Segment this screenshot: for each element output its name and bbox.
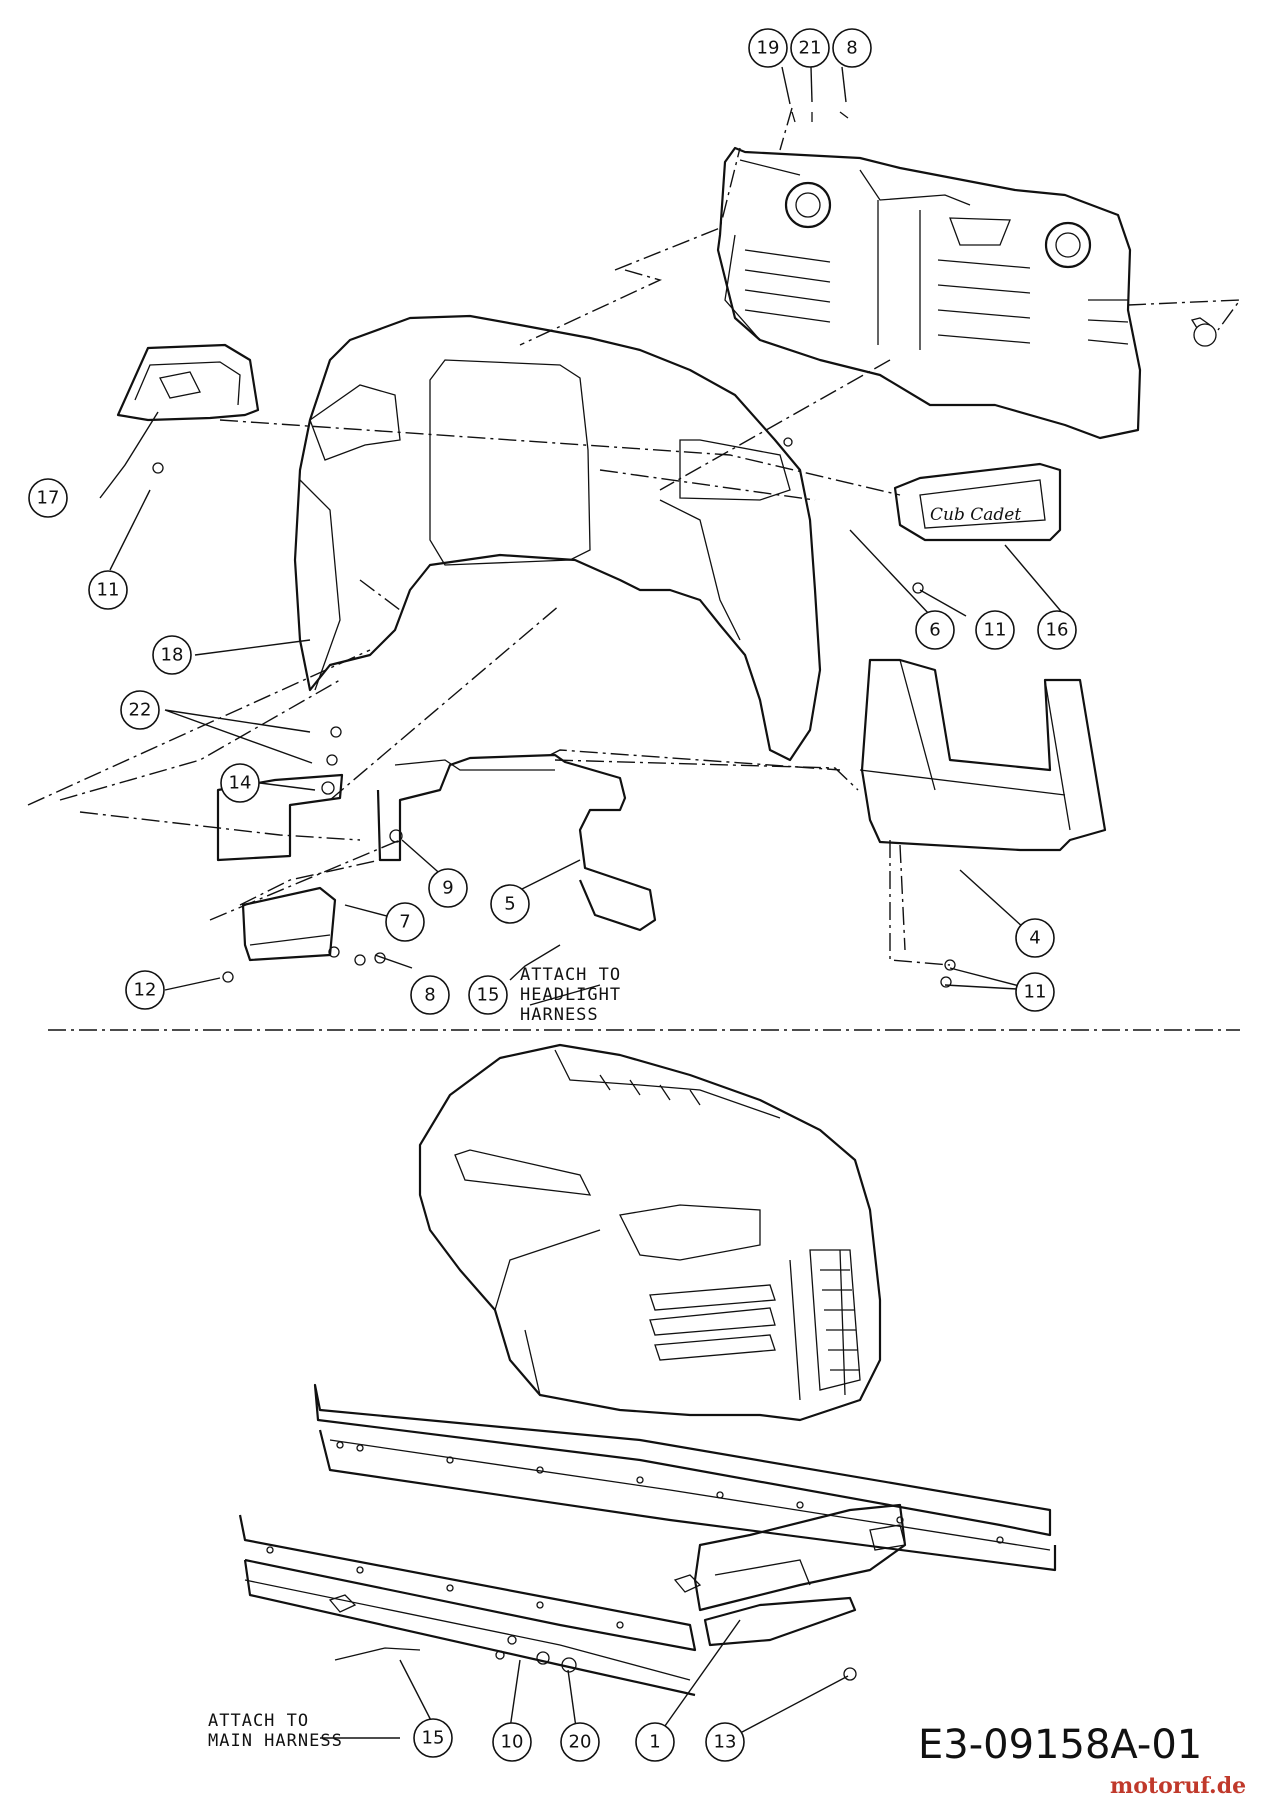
light-bracket-left-part	[116, 343, 260, 422]
note-headlight-harness: ATTACH TO HEADLIGHT HARNESS	[520, 965, 621, 1025]
svg-text:9: 9	[442, 878, 453, 899]
callout-11c: 11	[1015, 972, 1055, 1012]
note-headlight-line1: ATTACH TO	[520, 965, 621, 985]
svg-text:8: 8	[846, 38, 857, 59]
svg-text:1: 1	[649, 1732, 660, 1753]
callout-19: 19	[748, 28, 788, 68]
callout-11b: 11	[975, 610, 1015, 650]
svg-text:19: 19	[757, 38, 780, 59]
note-headlight-line3: HARNESS	[520, 1005, 599, 1025]
callout-12: 12	[125, 970, 165, 1010]
bumper-part	[693, 1503, 907, 1647]
lower-hardware	[334, 1635, 857, 1681]
svg-text:15: 15	[477, 985, 500, 1006]
svg-text:11: 11	[1024, 982, 1047, 1003]
svg-text:12: 12	[134, 980, 157, 1001]
svg-text:7: 7	[399, 912, 410, 933]
callout-4: 4	[1015, 918, 1055, 958]
svg-text:17: 17	[37, 488, 60, 509]
callout-8b: 8	[410, 975, 450, 1015]
svg-text:10: 10	[501, 1732, 524, 1753]
watermark: motoruf.de	[1110, 1773, 1246, 1799]
callout-8: 8	[832, 28, 872, 68]
shield-part	[859, 658, 1107, 852]
callout-9: 9	[428, 868, 468, 908]
svg-text:16: 16	[1046, 620, 1069, 641]
callout-16: 16	[1037, 610, 1077, 650]
emblem-text: Cub Cadet	[930, 505, 1021, 525]
assembly-lines-upper	[27, 107, 1242, 966]
note-main-line2: MAIN HARNESS	[208, 1731, 343, 1751]
svg-text:4: 4	[1029, 928, 1040, 949]
svg-text:13: 13	[714, 1732, 737, 1753]
callout-11: 11	[88, 570, 128, 610]
svg-text:5: 5	[504, 894, 515, 915]
note-headlight-line2: HEADLIGHT	[520, 985, 621, 1005]
note-main-line1: ATTACH TO	[208, 1711, 309, 1731]
callout-7: 7	[385, 902, 425, 942]
callout-17: 17	[28, 478, 68, 518]
assembled-hood-part	[418, 1043, 882, 1422]
svg-text:6: 6	[929, 620, 940, 641]
svg-text:22: 22	[129, 700, 152, 721]
callout-14: 14	[220, 763, 260, 803]
callout-1: 1	[635, 1722, 675, 1762]
svg-text:21: 21	[799, 38, 822, 59]
hood-part	[293, 314, 822, 762]
grille-part	[716, 146, 1217, 440]
note-main-harness: ATTACH TO MAIN HARNESS	[208, 1711, 343, 1751]
svg-text:18: 18	[161, 645, 184, 666]
callouts: 19 21 8 17 11 18 22 14 9 5 7 12 8 15 6 1…	[28, 28, 1077, 1762]
svg-text:20: 20	[569, 1732, 592, 1753]
svg-text:8: 8	[424, 985, 435, 1006]
svg-text:15: 15	[422, 1728, 445, 1749]
svg-text:11: 11	[984, 620, 1007, 641]
callout-5: 5	[490, 884, 530, 924]
callout-21: 21	[790, 28, 830, 68]
callout-10: 10	[492, 1722, 532, 1762]
emblem-part: Cub Cadet	[893, 462, 1062, 542]
callout-15b: 15	[413, 1718, 453, 1758]
callout-22: 22	[120, 690, 160, 730]
diagram-code: E3-09158A-01	[918, 1722, 1202, 1768]
callout-13: 13	[705, 1722, 745, 1762]
callout-18: 18	[152, 635, 192, 675]
svg-text:11: 11	[97, 580, 120, 601]
frame-rails-part	[238, 1383, 1057, 1697]
callout-6: 6	[915, 610, 955, 650]
callout-15: 15	[468, 975, 508, 1015]
callout-20: 20	[560, 1722, 600, 1762]
svg-text:14: 14	[229, 773, 252, 794]
